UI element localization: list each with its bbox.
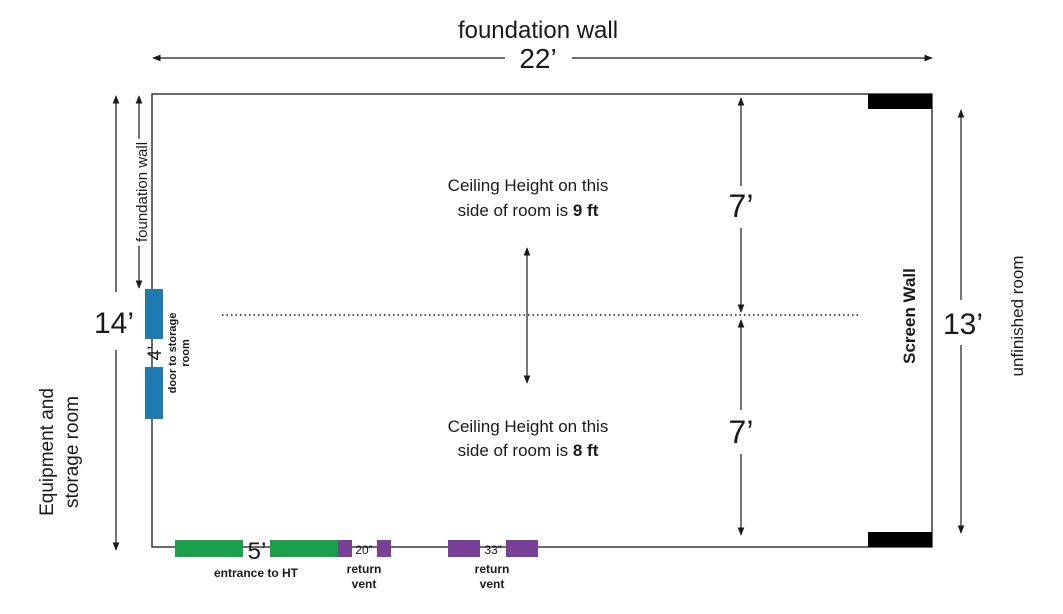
entrance-label: entrance to HT xyxy=(214,566,299,580)
vent2-label-line2: vent xyxy=(480,577,505,591)
ceiling-lower-line2: side of room is 8 ft xyxy=(458,441,599,460)
vent1-label-line1: return xyxy=(347,562,382,576)
entrance-dimension: 5’ xyxy=(248,538,267,565)
vent2-dimension: 33” xyxy=(484,543,501,557)
screen-wall-top-block xyxy=(868,94,932,109)
room-outline xyxy=(151,93,933,548)
door-storage-lower xyxy=(145,367,163,419)
ceiling-upper-line1: Ceiling Height on this xyxy=(448,176,609,195)
left-room-label-line1: Equipment and xyxy=(37,388,58,516)
vent2-label-line1: return xyxy=(475,562,510,576)
vent1-left-panel xyxy=(338,540,352,557)
right-dimension-value: 13’ xyxy=(943,308,983,341)
left-room-label-line2: storage room xyxy=(62,396,83,508)
top-wall-label: foundation wall xyxy=(458,17,618,44)
screen-wall-label: Screen Wall xyxy=(900,268,919,364)
left-dimension-value: 14’ xyxy=(94,307,134,340)
vent1-right-panel xyxy=(377,540,391,557)
entrance-right-panel xyxy=(270,540,338,557)
screen-wall-bottom-block xyxy=(868,532,932,547)
vent2-left-panel xyxy=(448,540,480,557)
entrance-left-panel xyxy=(175,540,243,557)
vent2-right-panel xyxy=(506,540,538,557)
door-storage-dimension: 4’ xyxy=(145,346,166,361)
vent1-dimension: 20” xyxy=(355,543,372,557)
ceiling-lower-line1: Ceiling Height on this xyxy=(448,417,609,436)
left-upper-wall-label: foundation wall xyxy=(134,142,151,242)
upper-seven-dimension: 7’ xyxy=(729,188,754,224)
vent1-label-line2: vent xyxy=(352,577,377,591)
ceiling-upper-line2: side of room is 9 ft xyxy=(458,201,599,220)
lower-seven-dimension: 7’ xyxy=(729,414,754,450)
top-dimension-value: 22’ xyxy=(519,43,556,74)
door-storage-upper xyxy=(145,289,163,339)
right-room-label: unfinished room xyxy=(1008,256,1027,377)
door-storage-label-line1: door to storage xyxy=(167,313,179,394)
door-storage-label-line2: room xyxy=(180,339,192,367)
